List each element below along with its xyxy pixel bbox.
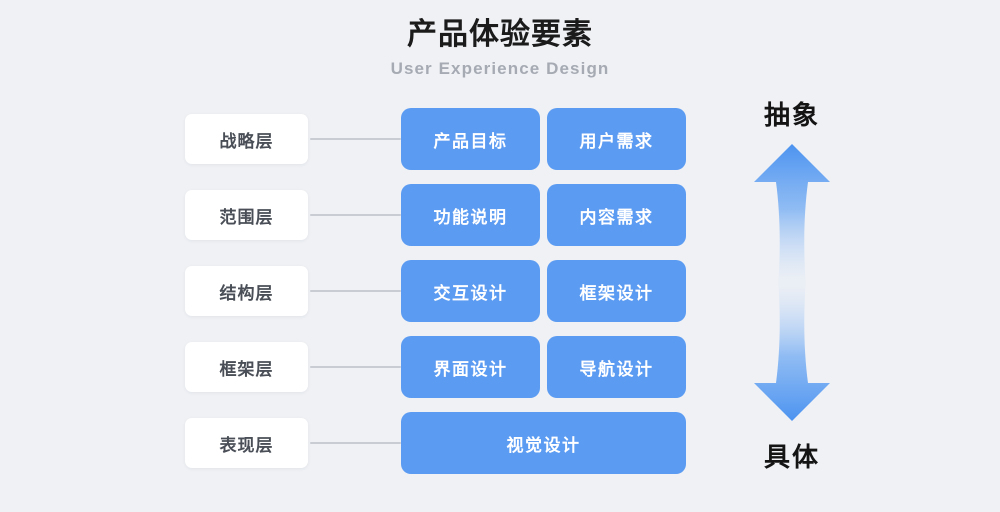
card-user-needs[interactable]: 用户需求	[547, 108, 686, 170]
connector-line	[310, 442, 401, 444]
card-group: 产品目标 用户需求	[401, 108, 686, 170]
page-header: 产品体验要素 User Experience Design	[0, 16, 1000, 80]
card-content-needs[interactable]: 内容需求	[547, 184, 686, 246]
card-group: 界面设计 导航设计	[401, 336, 686, 398]
card-interaction-design[interactable]: 交互设计	[401, 260, 540, 322]
diagram-row: 战略层 产品目标 用户需求	[0, 108, 1000, 170]
diagram-row: 框架层 界面设计 导航设计	[0, 336, 1000, 398]
diagram-row: 表现层 视觉设计	[0, 412, 1000, 474]
connector-line	[310, 138, 401, 140]
card-navigation-design[interactable]: 导航设计	[547, 336, 686, 398]
card-product-goal[interactable]: 产品目标	[401, 108, 540, 170]
card-group: 功能说明 内容需求	[401, 184, 686, 246]
card-visual-design[interactable]: 视觉设计	[401, 412, 686, 474]
arrow-up-icon	[750, 140, 834, 290]
connector-line	[310, 290, 401, 292]
card-group: 交互设计 框架设计	[401, 260, 686, 322]
axis-label-concrete: 具体	[763, 442, 820, 472]
connector-line	[310, 366, 401, 368]
layer-label-surface[interactable]: 表现层	[185, 418, 308, 468]
axis-label-abstract: 抽象	[763, 100, 820, 130]
arrow-down-icon	[750, 275, 834, 425]
diagram-row: 结构层 交互设计 框架设计	[0, 260, 1000, 322]
abstraction-axis: 抽象 具体	[712, 95, 872, 485]
layer-label-skeleton[interactable]: 框架层	[185, 342, 308, 392]
card-interface-design[interactable]: 界面设计	[401, 336, 540, 398]
card-information-architecture[interactable]: 框架设计	[547, 260, 686, 322]
diagram-row: 范围层 功能说明 内容需求	[0, 184, 1000, 246]
layer-label-structure[interactable]: 结构层	[185, 266, 308, 316]
layer-label-scope[interactable]: 范围层	[185, 190, 308, 240]
page-subtitle: User Experience Design	[390, 59, 610, 78]
ux-elements-diagram: 战略层 产品目标 用户需求 范围层 功能说明 内容需求 结构层 交互设计 框架设…	[0, 100, 1000, 500]
card-group: 视觉设计	[401, 412, 686, 474]
connector-line	[310, 214, 401, 216]
card-feature-spec[interactable]: 功能说明	[401, 184, 540, 246]
layer-label-strategy[interactable]: 战略层	[185, 114, 308, 164]
page-title: 产品体验要素	[407, 18, 593, 51]
